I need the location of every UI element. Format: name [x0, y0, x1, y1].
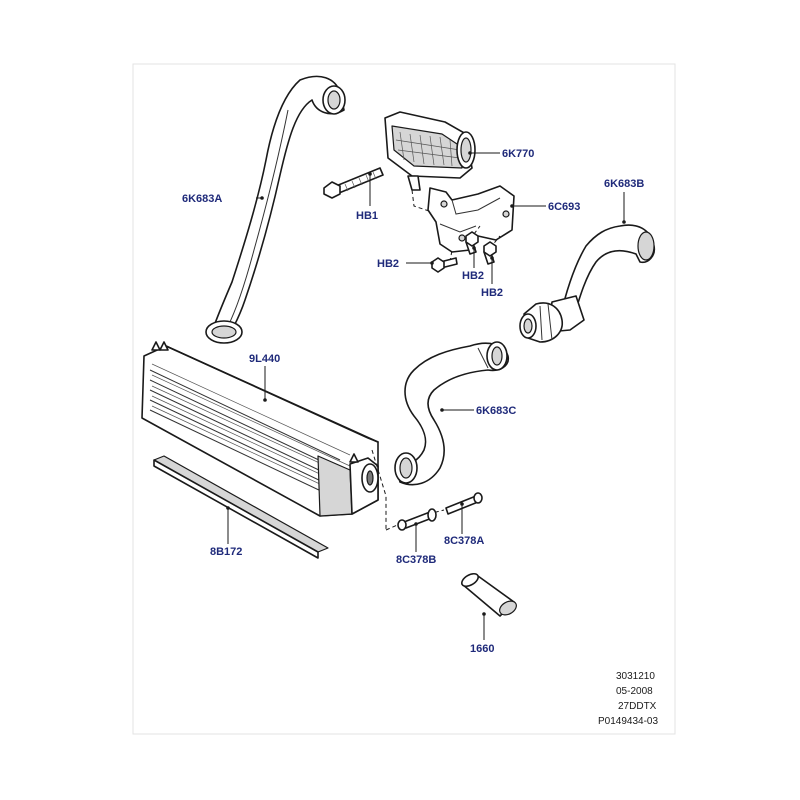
- callout-hb1: HB1: [356, 210, 378, 222]
- callout-6k770: 6K770: [502, 148, 534, 160]
- callout-6k683a: 6K683A: [182, 193, 222, 205]
- reference-block: 3031210 05-2008 27DDTX P0149434-03: [598, 671, 658, 727]
- housing-6k770[interactable]: [384, 111, 476, 191]
- hose-6k683a[interactable]: [205, 75, 346, 344]
- callout-6k683c: 6K683C: [476, 405, 516, 417]
- callout-labels: 6K683A 6K770 HB1 6C693 6K683B HB2 HB2 HB…: [182, 148, 644, 655]
- bolt-hb1[interactable]: [323, 167, 384, 199]
- callout-9l440: 9L440: [249, 353, 280, 365]
- hose-6k683b[interactable]: [519, 224, 656, 343]
- bolt-hb2-left[interactable]: [431, 257, 458, 273]
- pin-8c378a[interactable]: [445, 492, 483, 515]
- reference-line-3: 27DDTX: [618, 701, 657, 712]
- bracket-6c693[interactable]: [427, 185, 515, 253]
- callout-8b172: 8B172: [210, 546, 242, 558]
- callout-6c693: 6C693: [548, 201, 580, 213]
- seal-8b172[interactable]: [153, 455, 329, 559]
- bolt-hb2-right[interactable]: [483, 241, 497, 265]
- callout-8c378a: 8C378A: [444, 535, 484, 547]
- callout-6k683b: 6K683B: [604, 178, 644, 190]
- callout-1660: 1660: [470, 643, 494, 655]
- intercooler-9l440[interactable]: [141, 341, 379, 517]
- diagram-frame: [132, 63, 676, 735]
- reference-line-2: 05-2008: [616, 686, 653, 697]
- hose-6k683c[interactable]: [394, 341, 510, 486]
- leader-lines: [226, 151, 626, 640]
- reference-line-1: 3031210: [616, 671, 655, 682]
- callout-8c378b: 8C378B: [396, 554, 436, 566]
- sleeve-1660[interactable]: [460, 571, 519, 618]
- callout-hb2-mid: HB2: [462, 270, 484, 282]
- pin-8c378b[interactable]: [397, 508, 437, 531]
- callout-hb2-left: HB2: [377, 258, 399, 270]
- callout-hb2-right: HB2: [481, 287, 503, 299]
- reference-line-4: P0149434-03: [598, 716, 658, 727]
